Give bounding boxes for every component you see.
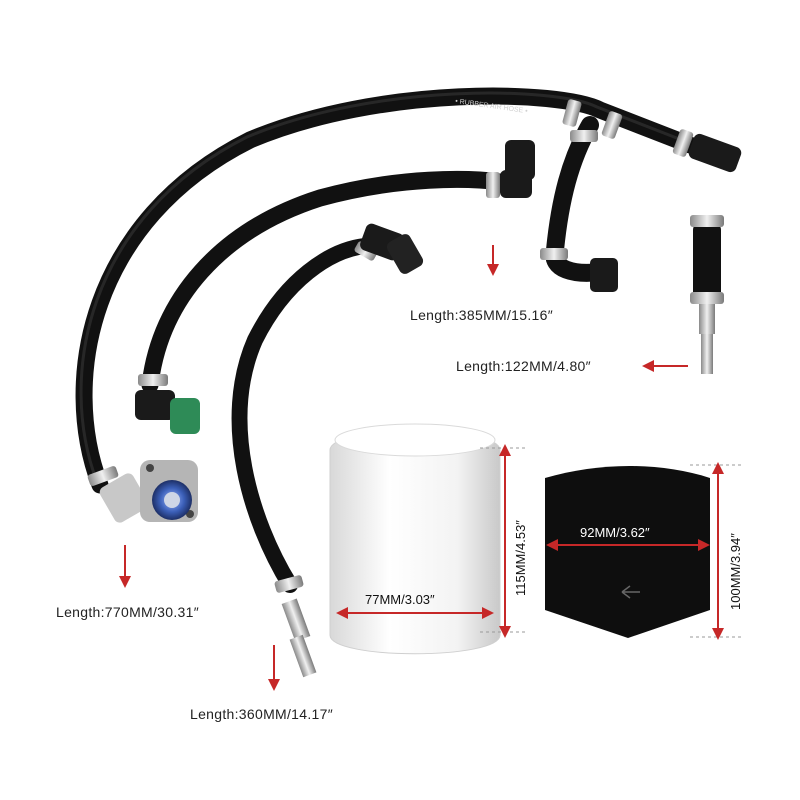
hose-385 xyxy=(135,140,535,434)
hose-122 xyxy=(690,215,724,374)
hose-360 xyxy=(231,223,424,678)
filter-width-text: 77MM/3.03″ xyxy=(365,592,435,607)
fuel-filter xyxy=(329,423,501,655)
hose-770: • RUBBER AIR HOSE • xyxy=(75,87,742,523)
hose-122-length-label: Length:122MM/4.80″ xyxy=(456,358,591,374)
baffle-plate xyxy=(545,466,710,638)
direction-arrow-icon xyxy=(621,585,640,599)
pressure-fitting xyxy=(99,460,198,523)
plate-height-text: 100MM/3.94″ xyxy=(728,533,743,610)
hose-770-length-label: Length:770MM/30.31″ xyxy=(56,604,199,620)
plate-width-text: 92MM/3.62″ xyxy=(580,525,650,540)
hose-385-length-label: Length:385MM/15.16″ xyxy=(410,307,553,323)
hose-360-length-label: Length:360MM/14.17″ xyxy=(190,706,333,722)
filter-height-text: 115MM/4.53″ xyxy=(513,520,528,596)
